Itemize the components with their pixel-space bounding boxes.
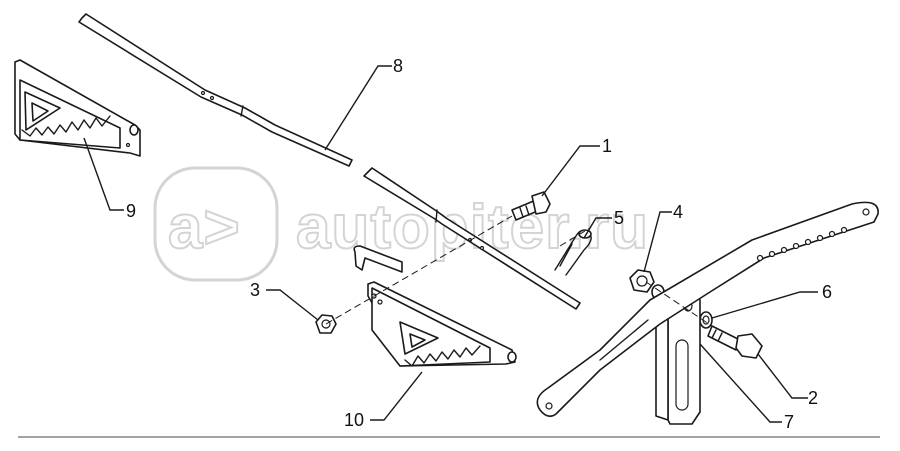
- slotted-bracket-part-7: [655, 287, 701, 425]
- leader-9: [83, 137, 124, 211]
- leader-6: [711, 291, 818, 319]
- leader-8: [324, 65, 392, 151]
- callout-3: 3: [250, 280, 260, 300]
- callout-5: 5: [614, 208, 624, 228]
- leader-1: [541, 145, 600, 197]
- callout-9: 9: [126, 201, 136, 221]
- callouts: 1 2 3 4 5 6 7 8 9 10: [126, 56, 832, 432]
- callout-8: 8: [393, 56, 403, 76]
- callout-1: 1: [602, 136, 612, 156]
- bolt-part-2: [707, 325, 763, 359]
- leader-10: [370, 371, 423, 421]
- watermark-logo-frame: [153, 166, 279, 282]
- washer-part-6: [699, 311, 713, 329]
- nut-part-4: [629, 269, 655, 293]
- watermark-text: autopiter.ru: [296, 193, 649, 262]
- leader-3: [266, 289, 319, 321]
- assembly-axes: [325, 215, 713, 327]
- bracket-part-10: [353, 245, 517, 367]
- arm-plate: [536, 201, 879, 418]
- bracket-part-9: [14, 59, 141, 157]
- callout-4: 4: [673, 202, 683, 222]
- callout-7: 7: [784, 412, 794, 432]
- leader-7: [699, 343, 782, 423]
- leader-4: [643, 211, 672, 273]
- leader-5: [583, 217, 612, 239]
- watermark-logo-text: a>: [168, 193, 241, 262]
- callout-10: 10: [344, 410, 364, 430]
- callout-6: 6: [822, 282, 832, 302]
- bolt-part-1: [511, 191, 551, 221]
- rod-part-8: [78, 13, 581, 310]
- callout-2: 2: [808, 388, 818, 408]
- leader-2: [757, 353, 808, 399]
- leader-lines: [83, 65, 818, 423]
